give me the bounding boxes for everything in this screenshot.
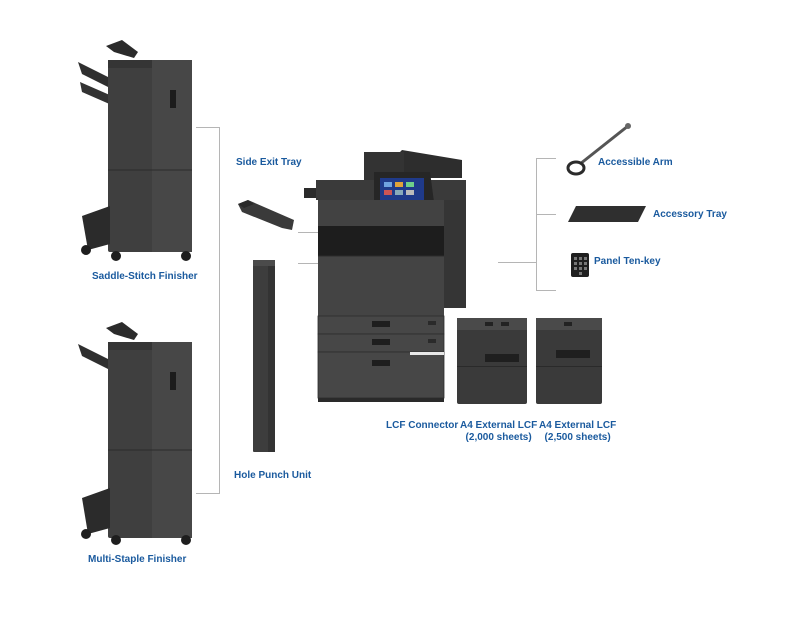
hole-punch-unit-label: Hole Punch Unit — [234, 470, 312, 481]
lcf-connector-label: LCF Connector — [386, 420, 459, 431]
side-exit-connector — [298, 232, 318, 233]
finisher-bracket-vertical — [219, 127, 220, 493]
accessory-tray-label: Accessory Tray — [653, 209, 727, 220]
lcf-2000-icon — [457, 318, 527, 404]
accessory-tray-icon — [568, 206, 646, 222]
hole-punch-unit-icon — [253, 260, 275, 452]
side-exit-tray-label: Side Exit Tray — [236, 157, 302, 168]
saddle-stitch-finisher-label: Saddle-Stitch Finisher — [92, 271, 198, 282]
accessory-bracket-bottom — [536, 290, 556, 291]
multi-staple-finisher-icon — [78, 322, 192, 545]
panel-ten-key-label: Panel Ten-key — [594, 256, 661, 267]
a4-external-lcf-2000-line1: A4 External LCF — [460, 420, 538, 431]
a4-external-lcf-2500-label: A4 External LCF (2,500 sheets) — [539, 420, 616, 444]
a4-external-lcf-2000-line2: (2,000 sheets) — [465, 432, 532, 443]
a4-external-lcf-2000-label: A4 External LCF (2,000 sheets) — [460, 420, 537, 444]
finisher-bracket-top — [196, 127, 220, 128]
lcf-2500-icon — [536, 318, 602, 404]
side-exit-tray-icon — [238, 200, 294, 230]
saddle-stitch-finisher-icon — [78, 40, 192, 261]
accessible-arm-label: Accessible Arm — [598, 157, 673, 168]
arm-icon — [566, 123, 631, 176]
accessory-bracket-middle — [536, 214, 556, 215]
a4-external-lcf-2500-line2: (2,500 sheets) — [544, 432, 611, 443]
printer-icon — [304, 150, 466, 402]
hole-punch-connector — [298, 263, 318, 264]
accessory-bracket-top — [536, 158, 556, 159]
a4-external-lcf-2500-line1: A4 External LCF — [539, 420, 617, 431]
accessory-bracket-vertical — [536, 158, 537, 290]
multi-staple-finisher-label: Multi-Staple Finisher — [88, 554, 187, 565]
accessory-connector-horizontal — [498, 262, 536, 263]
finisher-bracket-bottom — [196, 493, 220, 494]
keypad-icon — [571, 253, 589, 277]
